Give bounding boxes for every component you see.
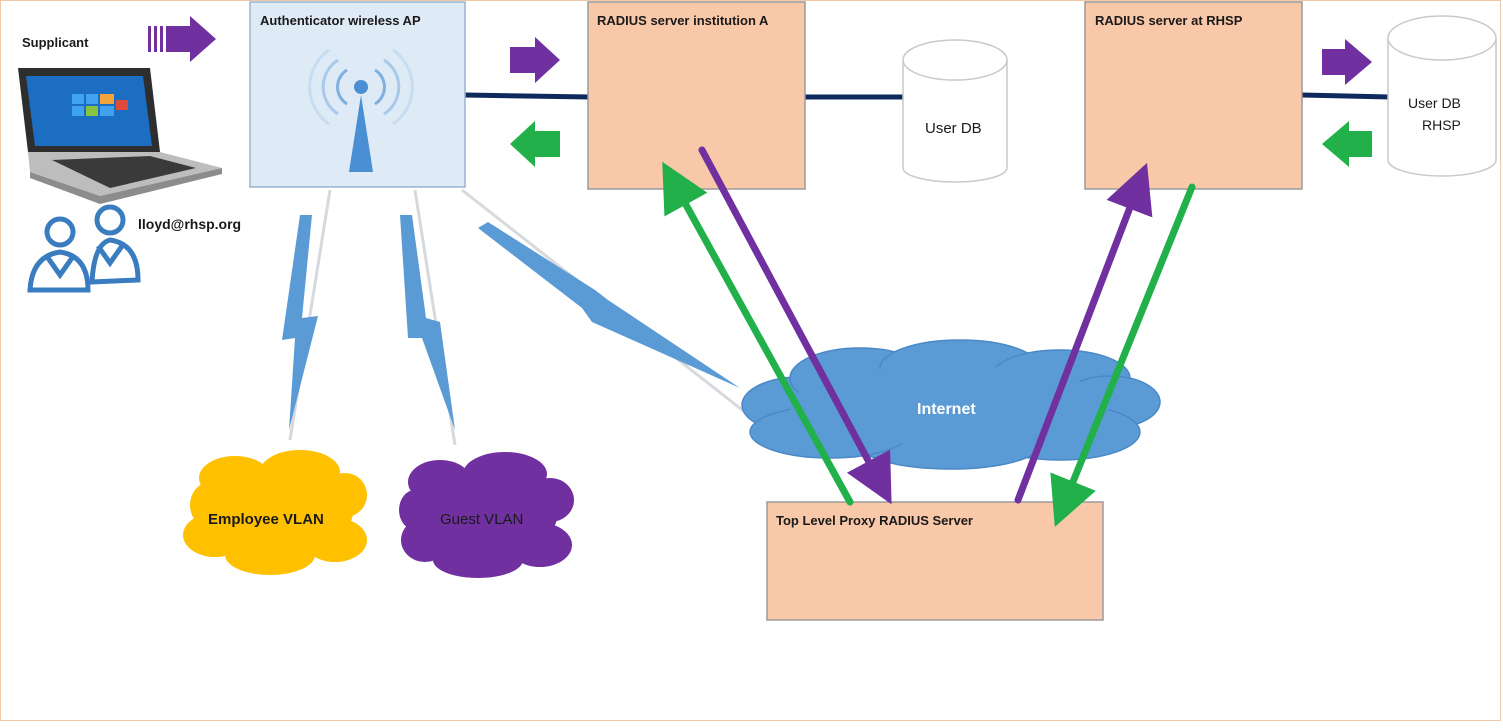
user-db-label: User DB — [925, 120, 982, 137]
user-db-rhsp-label-1: User DB — [1408, 95, 1461, 111]
database-icon: User DB RHSP — [1387, 15, 1497, 177]
flow-arrows — [662, 146, 1196, 527]
user-email-label: lloyd@rhsp.org — [138, 216, 241, 232]
block-arrow-icon — [510, 121, 560, 167]
lightning-bolt-icon — [400, 215, 455, 430]
radius-a-label: RADIUS server institution A — [597, 13, 769, 28]
radius-server-rhsp: RADIUS server at RHSP — [1084, 1, 1303, 190]
cloud-icon — [183, 450, 367, 575]
radius-rhsp-label: RADIUS server at RHSP — [1095, 13, 1243, 28]
internet-label: Internet — [917, 401, 976, 418]
authenticator-ap: Authenticator wireless AP — [249, 1, 466, 188]
cloud-icon — [741, 339, 1161, 470]
block-arrow-icon — [1322, 39, 1372, 85]
radius-server-institution-a: RADIUS server institution A — [587, 1, 806, 190]
top-level-proxy-radius-server: Top Level Proxy RADIUS Server — [766, 501, 1104, 621]
block-arrow-icon — [148, 16, 216, 62]
database-icon: User DB — [902, 39, 1008, 183]
top-proxy-label: Top Level Proxy RADIUS Server — [776, 513, 973, 528]
wireless-antenna-icon — [308, 48, 414, 172]
block-arrow-icon — [510, 37, 560, 83]
block-arrow-icon — [1322, 121, 1372, 167]
lightning-bolt-icon — [282, 215, 318, 430]
supplicant-label: Supplicant — [22, 35, 89, 50]
users-icon — [27, 204, 141, 293]
employee-vlan-label: Employee VLAN — [208, 511, 324, 528]
guest-vlan-label: Guest VLAN — [440, 511, 523, 528]
cloud-icon — [399, 452, 574, 578]
authenticator-label: Authenticator wireless AP — [260, 13, 421, 28]
lightning-bolt-icon — [478, 222, 740, 388]
laptop-icon — [18, 68, 222, 204]
user-db-rhsp-label-2: RHSP — [1422, 117, 1461, 133]
server-links — [464, 92, 1391, 100]
